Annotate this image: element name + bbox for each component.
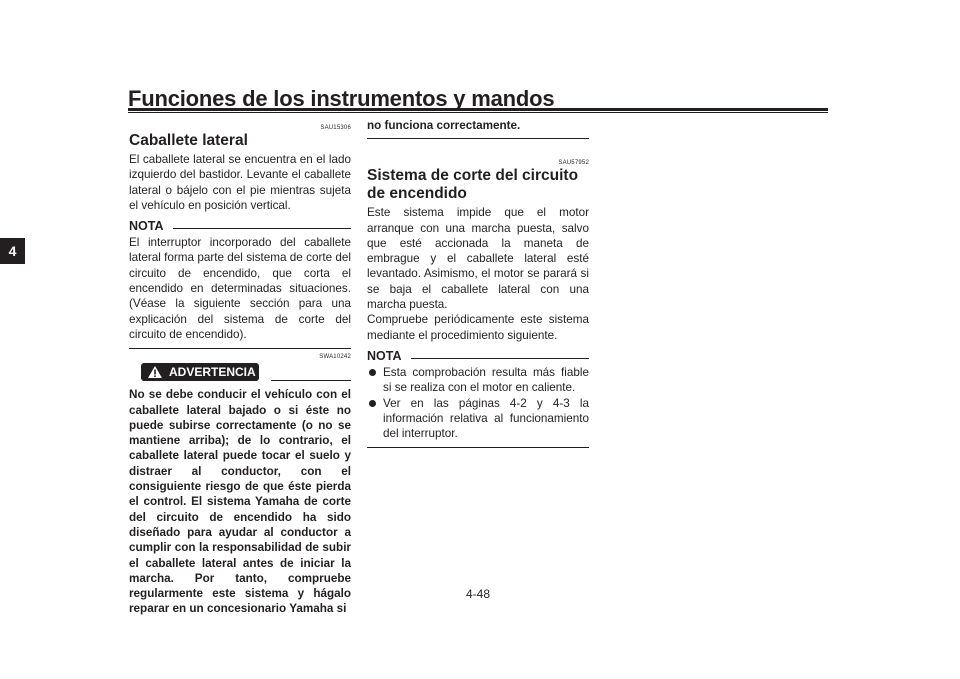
warning-triangle-icon [148,366,162,379]
right-column: no funciona correctamente. SAU57952 Sist… [367,118,589,449]
nota-list: Esta comprobación resulta más fiable si … [367,365,589,441]
header-rule-thin [128,112,828,113]
bullet-icon [369,399,376,407]
warning-continued: no funciona correctamente. [367,119,521,132]
left-column: SAU15306 Caballete lateral El caballete … [129,124,351,617]
nota-label: NOTA [367,348,402,363]
warning-code: SWA10242 [319,354,351,361]
nota-text: El interruptor incorporado del caballete… [129,236,351,341]
section-code: SAU15306 [320,125,351,131]
list-item: Esta comprobación resulta más fiable si … [367,365,589,396]
nota-end-rule [367,447,589,449]
header-rule [128,108,828,111]
section-code: SAU57952 [558,160,589,167]
intro-paragraph: El caballete lateral se encuentra en el … [129,153,351,212]
list-item: Ver en las páginas 4-2 y 4-3 la informac… [367,396,589,442]
nota-header: NOTA [129,219,351,235]
page-number: 4-48 [466,587,491,601]
warning-end-rule [367,138,589,140]
nota-label: NOTA [129,219,164,234]
warning-badge: ADVERTENCIA [141,363,259,382]
nota-end-rule [129,348,351,350]
body-paragraph-2: Compruebe periódicamente este sistema me… [367,313,589,342]
warning-header: ADVERTENCIA [129,363,351,383]
bullet-icon [369,368,376,376]
warning-label: ADVERTENCIA [169,365,256,380]
nota-header: NOTA [367,349,589,365]
nota-rule [411,357,589,359]
page-header-title: Funciones de los instrumentos y mandos [128,86,555,111]
list-item-text: Esta comprobación resulta más fiable si … [383,365,589,395]
list-item-text: Ver en las páginas 4-2 y 4-3 la informac… [383,396,589,441]
section-heading: Sistema de corte del circuito de encendi… [367,167,579,203]
chapter-tab: 4 [0,238,25,264]
warning-rule [271,380,351,382]
warning-text: No se debe conducir el vehículo con el c… [129,388,351,616]
body-paragraph: Este sistema impide que el motor arranqu… [367,206,589,312]
section-heading: Caballete lateral [129,132,248,149]
nota-rule [173,228,351,230]
